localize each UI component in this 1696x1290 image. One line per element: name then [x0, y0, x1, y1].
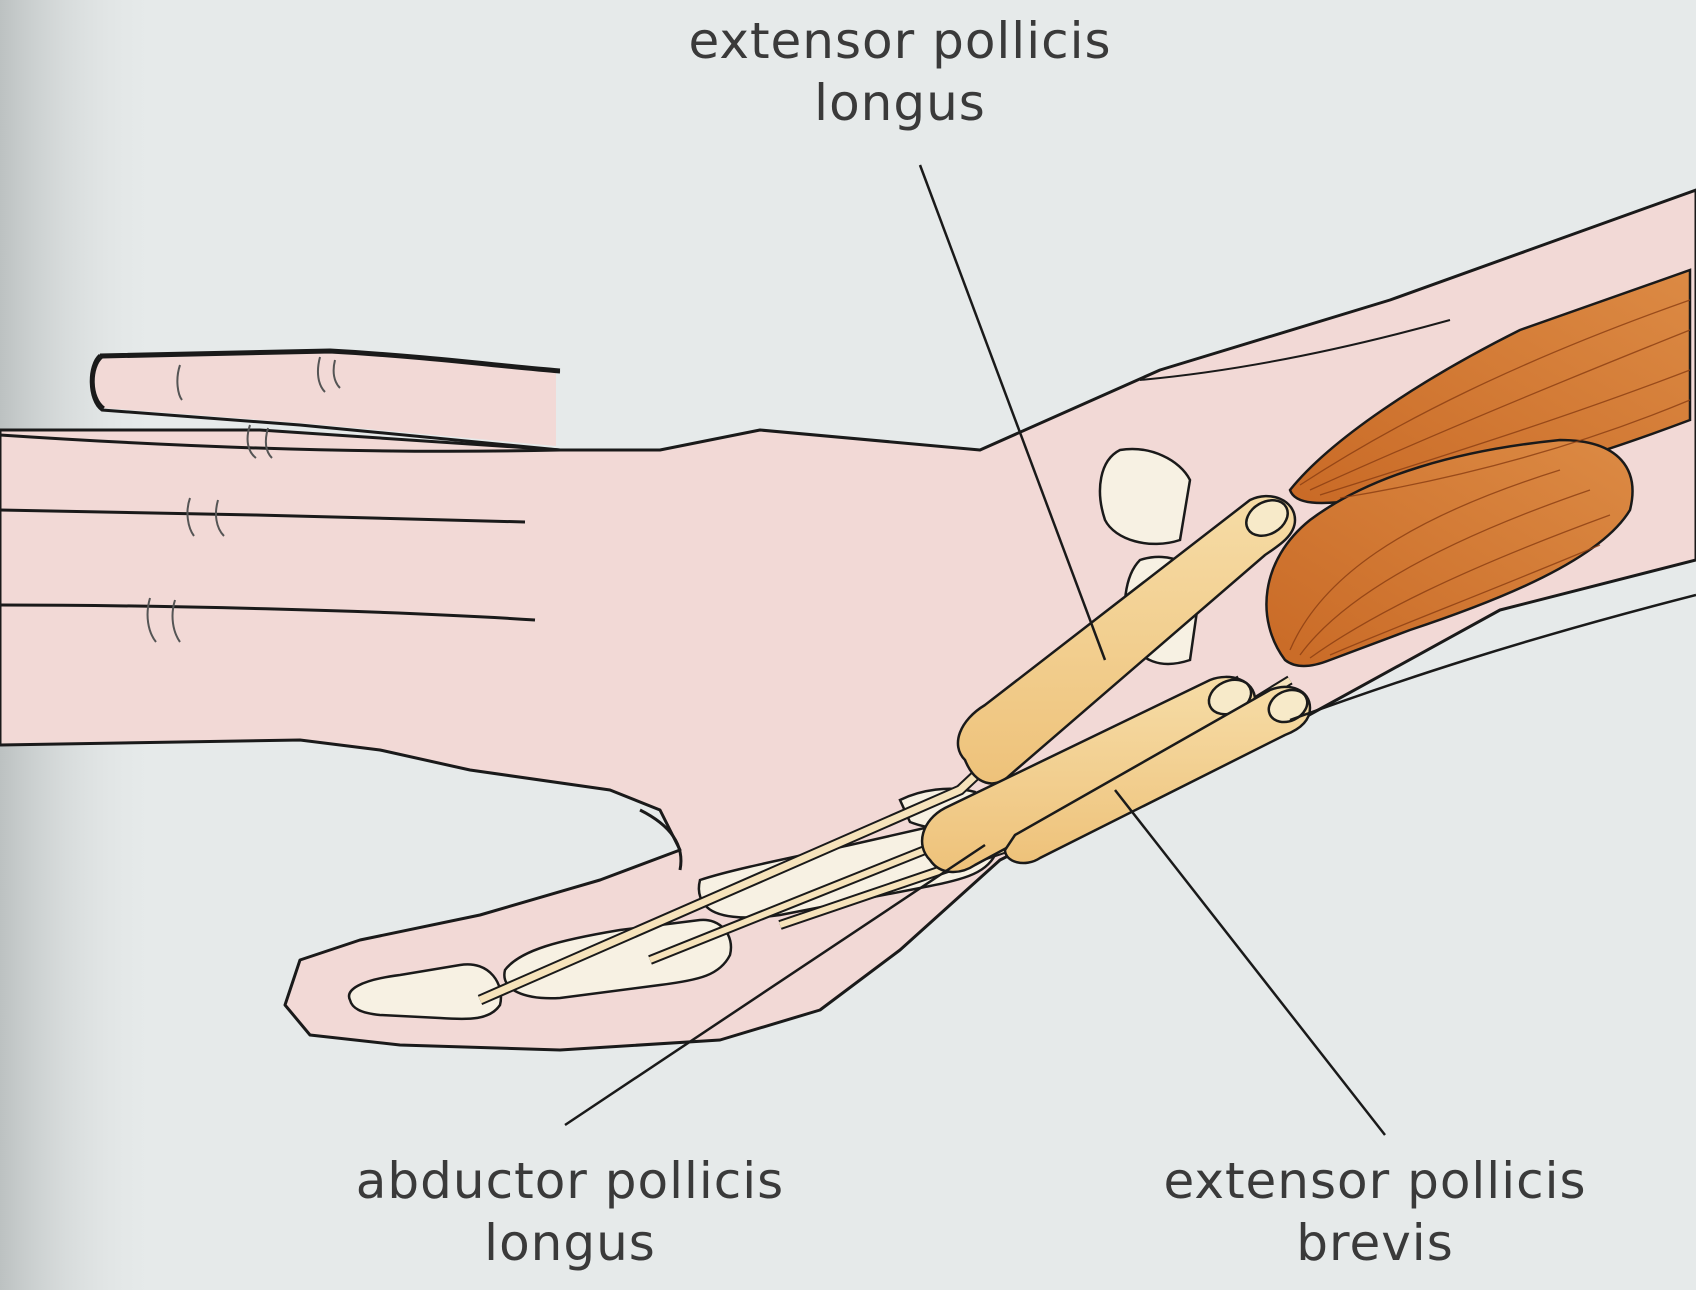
label-line: abductor pollicis [270, 1150, 870, 1212]
label-abductor-pollicis-longus: abductor pollicis longus [270, 1150, 870, 1274]
label-extensor-pollicis-brevis: extensor pollicis brevis [1075, 1150, 1675, 1274]
label-extensor-pollicis-longus: extensor pollicis longus [600, 10, 1200, 134]
label-line: extensor pollicis [1075, 1150, 1675, 1212]
carpal-bone [1100, 449, 1190, 544]
label-line: brevis [1075, 1212, 1675, 1274]
label-line: longus [600, 72, 1200, 134]
label-line: extensor pollicis [600, 10, 1200, 72]
label-line: longus [270, 1212, 870, 1274]
